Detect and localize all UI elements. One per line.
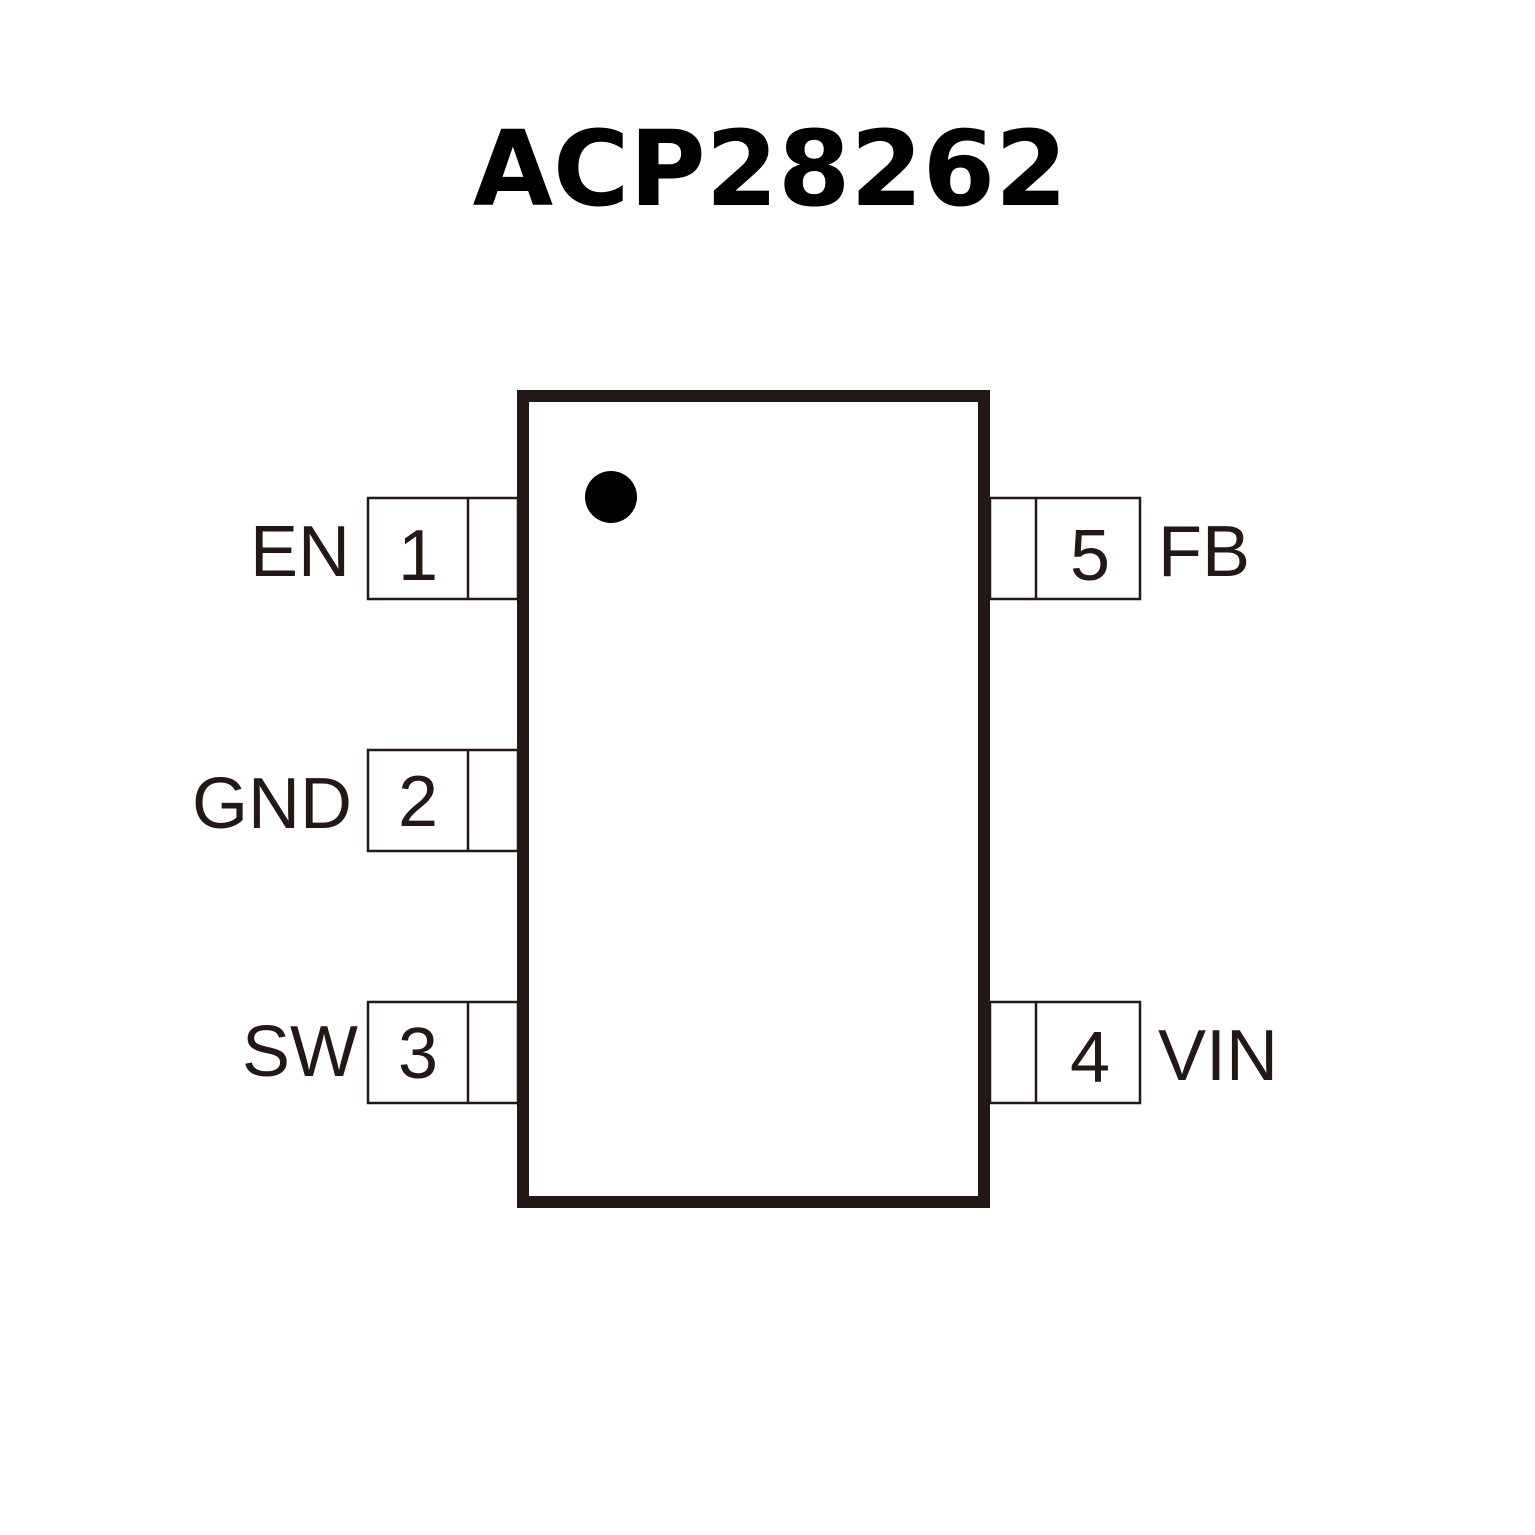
chip-body <box>517 390 990 1208</box>
pin-2: 2 GND <box>192 748 520 853</box>
pin-number: 1 <box>398 516 438 596</box>
chip-title: ACP28262 <box>473 108 1068 230</box>
pin-name: SW <box>242 1012 358 1092</box>
pin-4: 4 VIN <box>988 1000 1278 1105</box>
pin-number: 2 <box>398 762 438 842</box>
pin-5: 5 FB <box>988 496 1250 601</box>
pin-number: 3 <box>398 1014 438 1094</box>
pin-name: FB <box>1158 512 1250 592</box>
pin-name: VIN <box>1158 1016 1278 1096</box>
pin-1: 1 EN <box>250 496 520 601</box>
pin-name: EN <box>250 512 350 592</box>
pin-number: 4 <box>1070 1018 1110 1098</box>
pin-name: GND <box>192 764 352 844</box>
pin1-marker-dot <box>585 471 637 523</box>
pin-3: 3 SW <box>242 1000 520 1105</box>
pin-number: 5 <box>1070 516 1110 596</box>
